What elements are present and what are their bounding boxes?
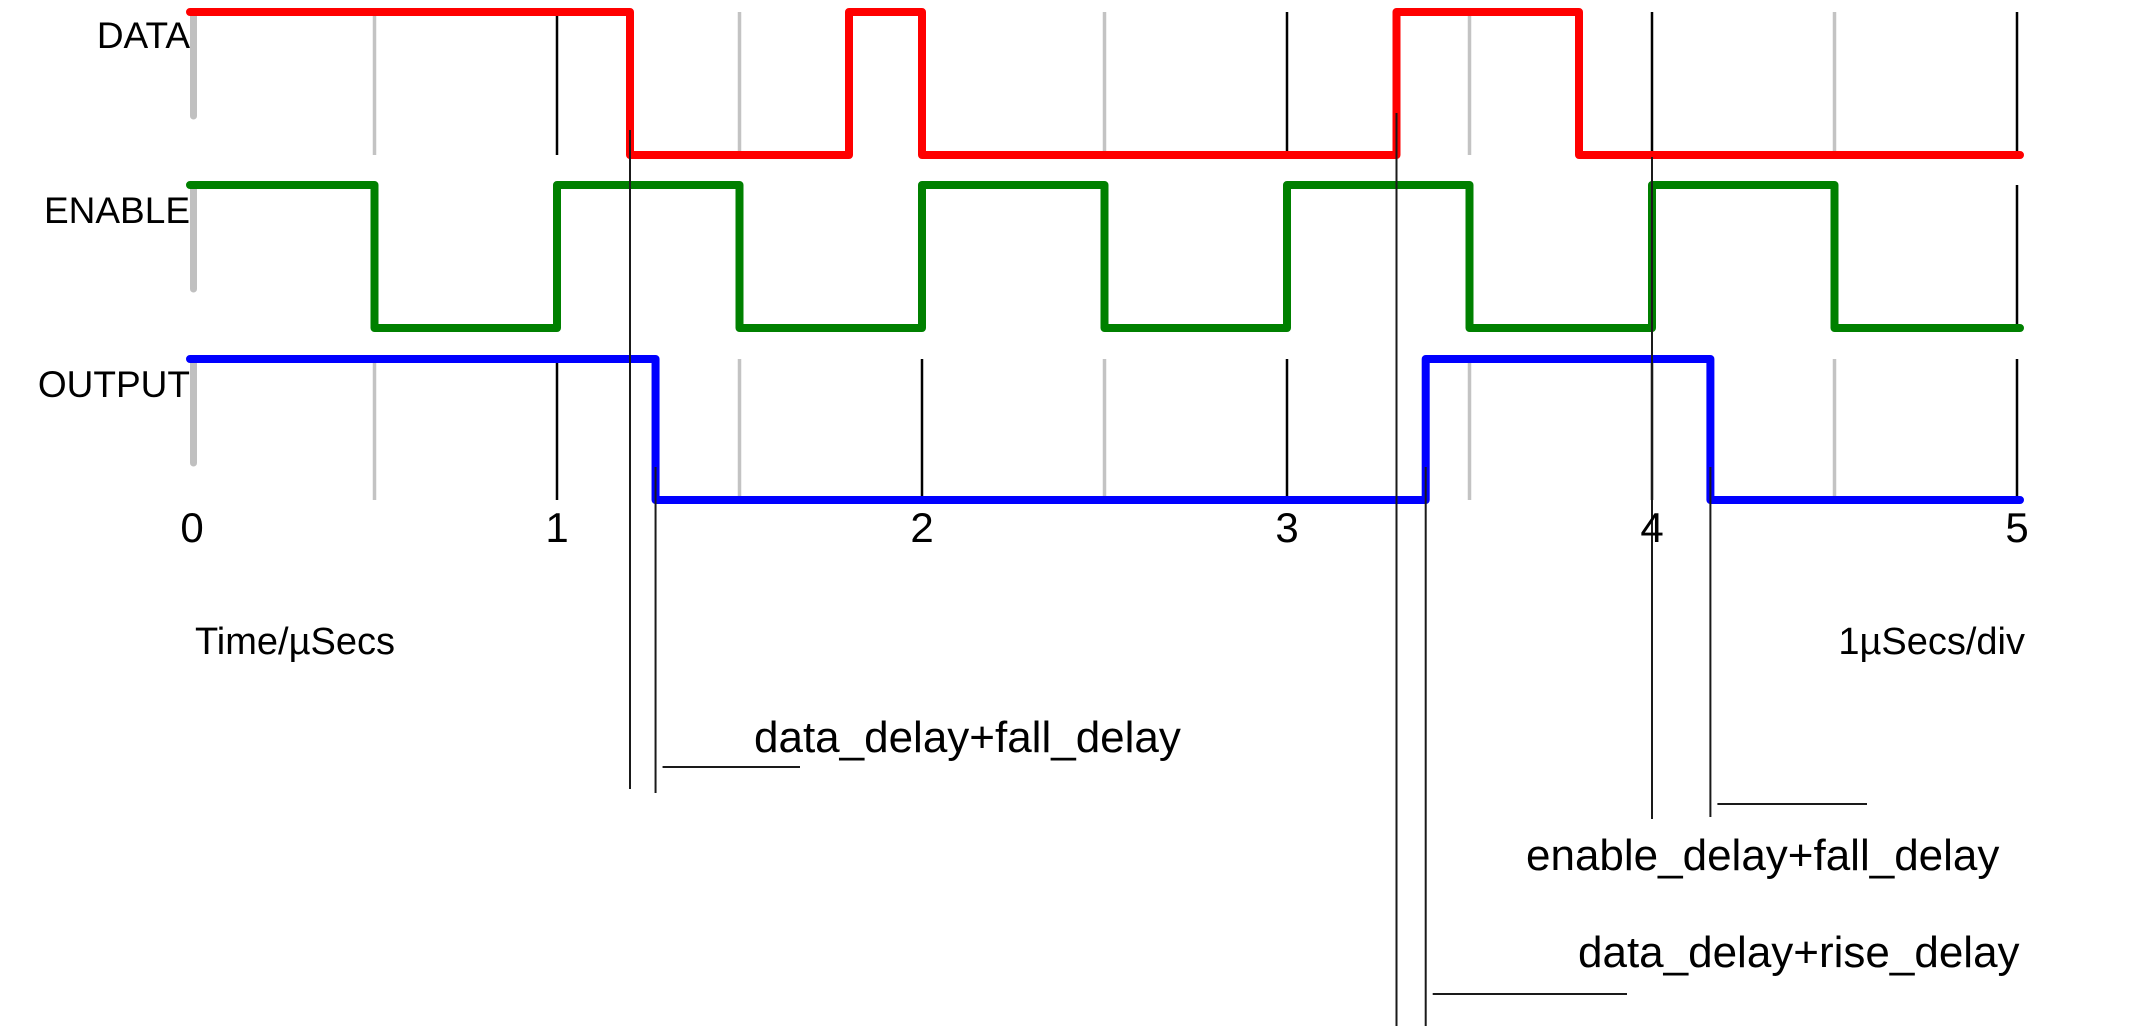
tick-label-3: 3 <box>1275 504 1298 551</box>
annotation-label-0: data_delay+fall_delay <box>754 713 1181 762</box>
signal-trace-enable <box>186 181 2024 332</box>
annotation-label-1: enable_delay+fall_delay <box>1526 831 1999 880</box>
tick-label-4: 4 <box>1640 504 1663 551</box>
signal-label-data: DATA <box>97 15 191 56</box>
tick-label-5: 5 <box>2005 504 2028 551</box>
scale-caption: 1µSecs/div <box>1838 621 2025 663</box>
tick-label-2: 2 <box>910 504 933 551</box>
signal-label-output: OUTPUT <box>38 364 190 405</box>
signal-label-enable: ENABLE <box>44 190 190 231</box>
xaxis-caption: Time/µSecs <box>195 621 395 663</box>
annotation-label-2: data_delay+rise_delay <box>1578 928 2020 977</box>
tick-label-1: 1 <box>545 504 568 551</box>
tick-label-0: 0 <box>180 504 203 551</box>
